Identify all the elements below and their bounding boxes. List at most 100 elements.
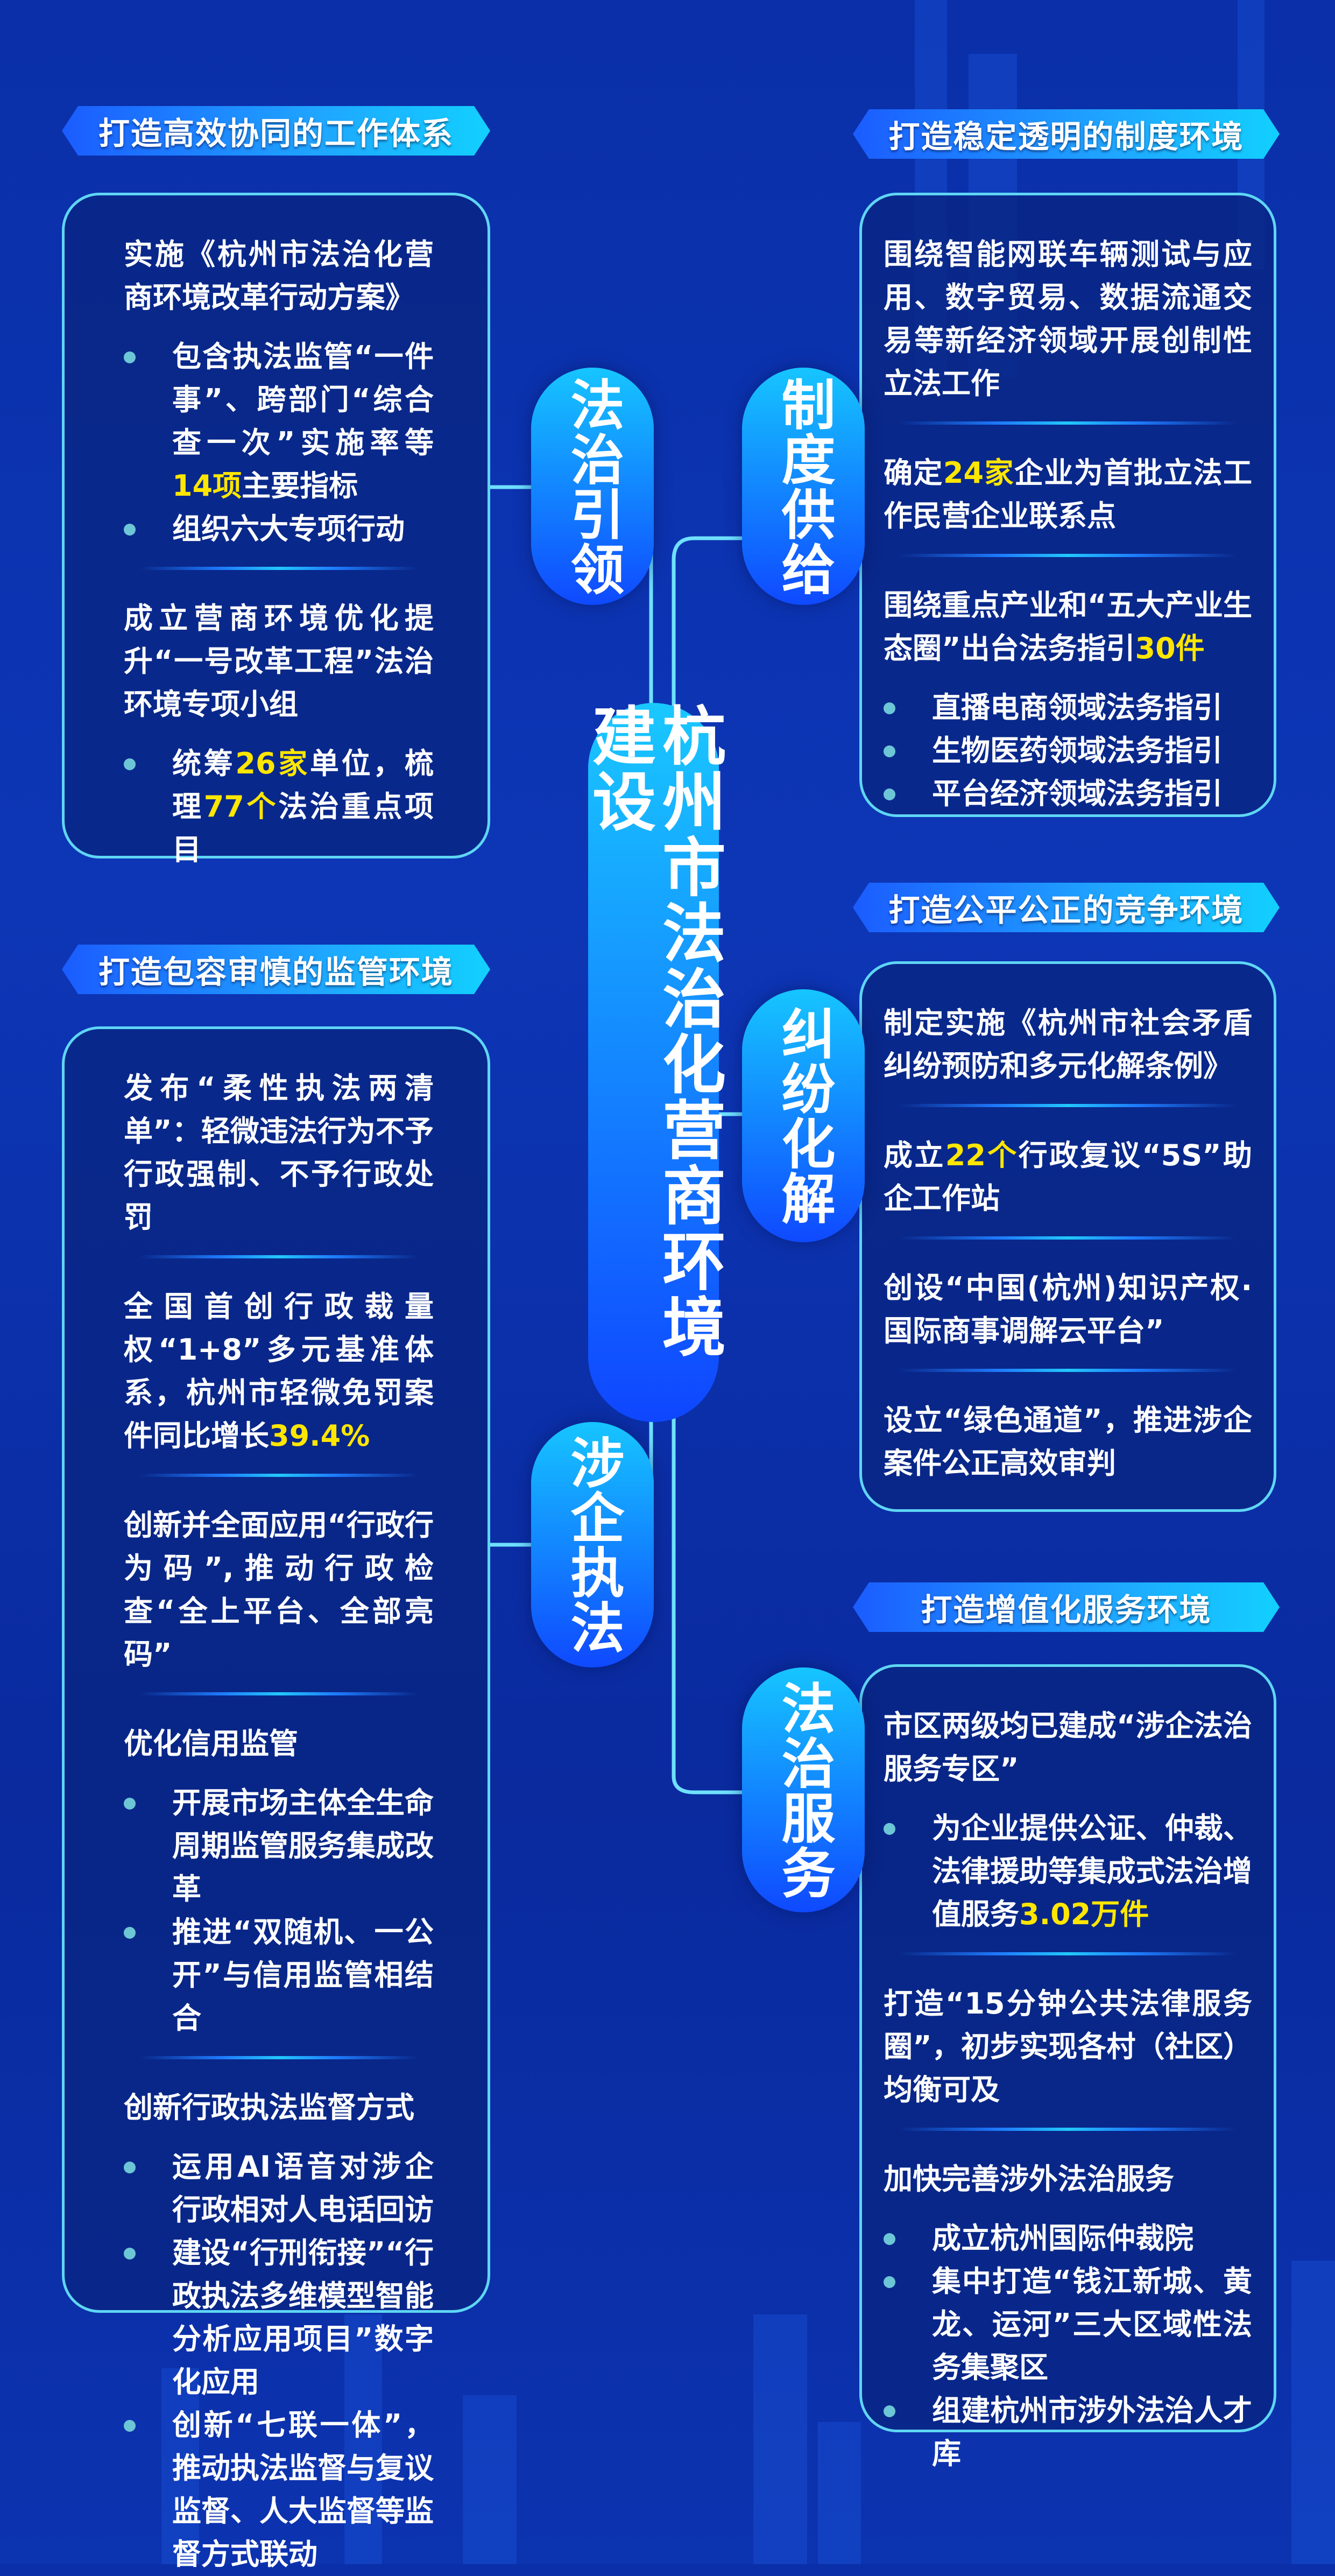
highlight-number: 39.4% <box>269 1419 370 1453</box>
text-segment: 设立“绿色通道”，推进涉企案件公正高效审判 <box>884 1403 1252 1480</box>
text-segment: 直播电商领域法务指引 <box>932 691 1223 724</box>
paragraph: 设立“绿色通道”，推进涉企案件公正高效审判 <box>884 1399 1252 1485</box>
text-segment: 行政复议“5S”助企工作站 <box>884 1138 1253 1215</box>
divider <box>900 1236 1236 1240</box>
card-competition: 制定实施《杭州市社会矛盾纠纷预防和多元化解条例》成立22个行政复议“5S”助企工… <box>859 961 1276 1512</box>
text-segment: 成立营商环境优化提升“一号改革工程”法治环境专项小组 <box>124 601 434 721</box>
text-segment: 单位，梳理 <box>172 747 434 824</box>
pill-sheqi-zhifa: 涉企执法 <box>531 1422 654 1667</box>
divider <box>140 1255 418 1258</box>
paragraph: 创新并全面应用“行政行为码”,推动行政检查“全上平台、全部亮码” <box>124 1504 434 1676</box>
divider <box>140 1474 418 1477</box>
text-segment: 运用AI语音对涉企行政相对人电话回访 <box>172 2150 434 2227</box>
paragraph: 全国首创行政裁量权“1+8”多元基准体系，杭州市轻微免罚案件同比增长39.4% <box>124 1285 434 1458</box>
center-title-text: 杭州市法治化营商环境建设 <box>581 703 726 1360</box>
list-item: 组建杭州市涉外法治人才库 <box>884 2389 1252 2475</box>
bullet-list: 运用AI语音对涉企行政相对人电话回访建设“行刑衔接”“行政执法多维模型智能分析应… <box>124 2145 434 2576</box>
pill-jiufen-huajie-label: 纠纷化解 <box>772 1006 835 1226</box>
text-segment: 统筹 <box>172 747 236 780</box>
bullet-list: 直播电商领域法务指引生物医药领域法务指引平台经济领域法务指引 <box>884 686 1252 815</box>
bullet-list: 为企业提供公证、仲裁、法律援助等集成式法治增值服务3.02万件 <box>884 1807 1252 1936</box>
highlight-number: 26家 <box>235 747 310 780</box>
list-item: 开展市场主体全生命周期监管服务集成改革 <box>124 1782 434 1911</box>
text-segment: 创新“七联一体”，推动执法监督与复议监督、人大监督等监督方式联动 <box>172 2408 434 2571</box>
list-item: 平台经济领域法务指引 <box>884 772 1252 815</box>
pill-fazhi-yinling: 法治引领 <box>531 368 654 605</box>
paragraph: 发布“柔性执法两清单”：轻微违法行为不予行政强制、不予行政处罚 <box>124 1067 434 1239</box>
paragraph: 制定实施《杭州市社会矛盾纠纷预防和多元化解条例》 <box>884 1002 1252 1088</box>
section-heading-competition: 打造公平公正的竞争环境 <box>853 883 1280 932</box>
text-segment: 开展市场主体全生命周期监管服务集成改革 <box>172 1786 434 1906</box>
paragraph: 确定24家企业为首批立法工作民营企业联系点 <box>884 452 1252 538</box>
text-segment: 推进“双随机、一公开”与信用监管相结合 <box>172 1915 434 2035</box>
text-segment: 成立杭州国际仲裁院 <box>932 2221 1193 2255</box>
text-segment: 法治重点项目 <box>172 790 434 867</box>
paragraph: 创设“中国(杭州)知识产权·国际商事调解云平台” <box>884 1266 1252 1353</box>
text-segment: 围绕智能网联车辆测试与应用、数字贸易、数据流通交易等新经济领域开展创制性立法工作 <box>884 237 1252 400</box>
card-service: 市区两级均已建成“涉企法治服务专区” 为企业提供公证、仲裁、法律援助等集成式法治增… <box>859 1664 1276 2471</box>
divider <box>140 567 418 570</box>
pill-fazhi-fuwu-label: 法治服务 <box>772 1680 835 1900</box>
list-item: 建设“行刑衔接”“行政执法多维模型智能分析应用项目”数字化应用 <box>124 2232 434 2404</box>
text-segment: 建设“行刑衔接”“行政执法多维模型智能分析应用项目”数字化应用 <box>172 2236 434 2399</box>
text-segment: 优化信用监管 <box>124 1727 298 1761</box>
highlight-number: 22个 <box>945 1138 1019 1172</box>
pill-fazhi-fuwu: 法治服务 <box>742 1667 865 1912</box>
list-item: 为企业提供公证、仲裁、法律援助等集成式法治增值服务3.02万件 <box>884 1807 1252 1936</box>
divider <box>900 1369 1236 1372</box>
paragraph: 实施《杭州市法治化营商环境改革行动方案》 <box>124 233 434 319</box>
divider <box>900 554 1236 557</box>
bullet-list: 成立杭州国际仲裁院集中打造“钱江新城、黄龙、运河”三大区域性法务集聚区组建杭州市… <box>884 2217 1252 2475</box>
list-item: 包含执法监管“一件事”、跨部门“综合查一次”实施率等 14项主要指标 <box>124 335 434 508</box>
text-segment: 实施《杭州市法治化营商环境改革行动方案》 <box>124 237 434 314</box>
list-item: 集中打造“钱江新城、黄龙、运河”三大区域性法务集聚区 <box>884 2260 1252 2389</box>
list-item: 运用AI语音对涉企行政相对人电话回访 <box>124 2145 434 2232</box>
text-segment: 打造“15分钟公共法律服务圈”，初步实现各村（社区）均衡可及 <box>884 1987 1252 2107</box>
list-item: 推进“双随机、一公开”与信用监管相结合 <box>124 1911 434 2040</box>
section-heading-service: 打造增值化服务环境 <box>853 1582 1280 1632</box>
section-heading-work-system: 打造高效协同的工作体系 <box>62 106 490 156</box>
text-segment: 创设“中国(杭州)知识产权·国际商事调解云平台” <box>884 1271 1252 1348</box>
paragraph: 优化信用监管 <box>124 1722 434 1765</box>
list-item: 生物医药领域法务指引 <box>884 729 1252 772</box>
list-item: 成立杭州国际仲裁院 <box>884 2217 1252 2260</box>
text-segment: 企业为首批立法工作民营企业联系点 <box>884 456 1253 533</box>
highlight-number: 30件 <box>1135 631 1205 665</box>
paragraph: 围绕智能网联车辆测试与应用、数字贸易、数据流通交易等新经济领域开展创制性立法工作 <box>884 233 1252 405</box>
text-segment: 全国首创行政裁量权“1+8”多元基准体系，杭州市轻微免罚案件同比增长 <box>124 1290 434 1453</box>
paragraph: 市区两级均已建成“涉企法治服务专区” <box>884 1705 1252 1791</box>
card-institution: 围绕智能网联车辆测试与应用、数字贸易、数据流通交易等新经济领域开展创制性立法工作… <box>859 193 1276 817</box>
text-segment: 确定 <box>884 456 943 490</box>
highlight-number: 77个 <box>203 790 279 824</box>
text-segment: 发布“柔性执法两清单”：轻微违法行为不予行政强制、不予行政处罚 <box>124 1071 434 1234</box>
text-segment: 包含执法监管“一件事”、跨部门“综合查一次”实施率等 <box>172 340 434 460</box>
text-segment: 创新并全面应用“行政行为码”,推动行政检查“全上平台、全部亮码” <box>124 1508 434 1671</box>
paragraph: 成立营商环境优化提升“一号改革工程”法治环境专项小组 <box>124 597 434 726</box>
bullet-list: 统筹26家单位，梳理77个法治重点项目 <box>124 742 434 871</box>
text-segment: 围绕重点产业和“五大产业生态圈”出台法务指引 <box>884 588 1252 665</box>
text-segment: 主要指标 <box>242 469 358 503</box>
divider <box>900 1952 1236 1955</box>
bullet-list: 包含执法监管“一件事”、跨部门“综合查一次”实施率等 14项主要指标组织六大专项行… <box>124 335 434 551</box>
text-segment: 平台经济领域法务指引 <box>932 777 1223 811</box>
text-segment: 为企业提供公证、仲裁、法律援助等集成式法治增值服务 <box>932 1811 1252 1931</box>
text-segment: 成立 <box>884 1138 945 1172</box>
pill-zhidu-gonggei: 制度供给 <box>742 368 865 605</box>
pill-fazhi-yinling-label: 法治引领 <box>561 376 624 596</box>
highlight-number: 24家 <box>943 456 1014 490</box>
text-segment: 组织六大专项行动 <box>172 512 405 546</box>
section-heading-institution: 打造稳定透明的制度环境 <box>853 109 1280 159</box>
center-title: 杭州市法治化营商环境建设 <box>582 703 726 1422</box>
paragraph: 打造“15分钟公共法律服务圈”，初步实现各村（社区）均衡可及 <box>884 1982 1252 2112</box>
list-item: 组织六大专项行动 <box>124 508 434 551</box>
paragraph: 围绕重点产业和“五大产业生态圈”出台法务指引30件 <box>884 584 1252 670</box>
text-segment: 加快完善涉外法治服务 <box>884 2162 1174 2196</box>
highlight-number: 14项 <box>172 469 242 503</box>
divider <box>900 2128 1236 2131</box>
card-regulation: 发布“柔性执法两清单”：轻微违法行为不予行政强制、不予行政处罚全国首创行政裁量权… <box>62 1026 490 2571</box>
section-heading-regulation: 打造包容审慎的监管环境 <box>62 945 490 994</box>
text-segment: 创新行政执法监督方式 <box>124 2091 414 2124</box>
card-work-system: 实施《杭州市法治化营商环境改革行动方案》包含执法监管“一件事”、跨部门“综合查一… <box>62 193 490 867</box>
divider <box>900 1104 1236 1107</box>
pill-jiufen-huajie: 纠纷化解 <box>742 989 865 1242</box>
